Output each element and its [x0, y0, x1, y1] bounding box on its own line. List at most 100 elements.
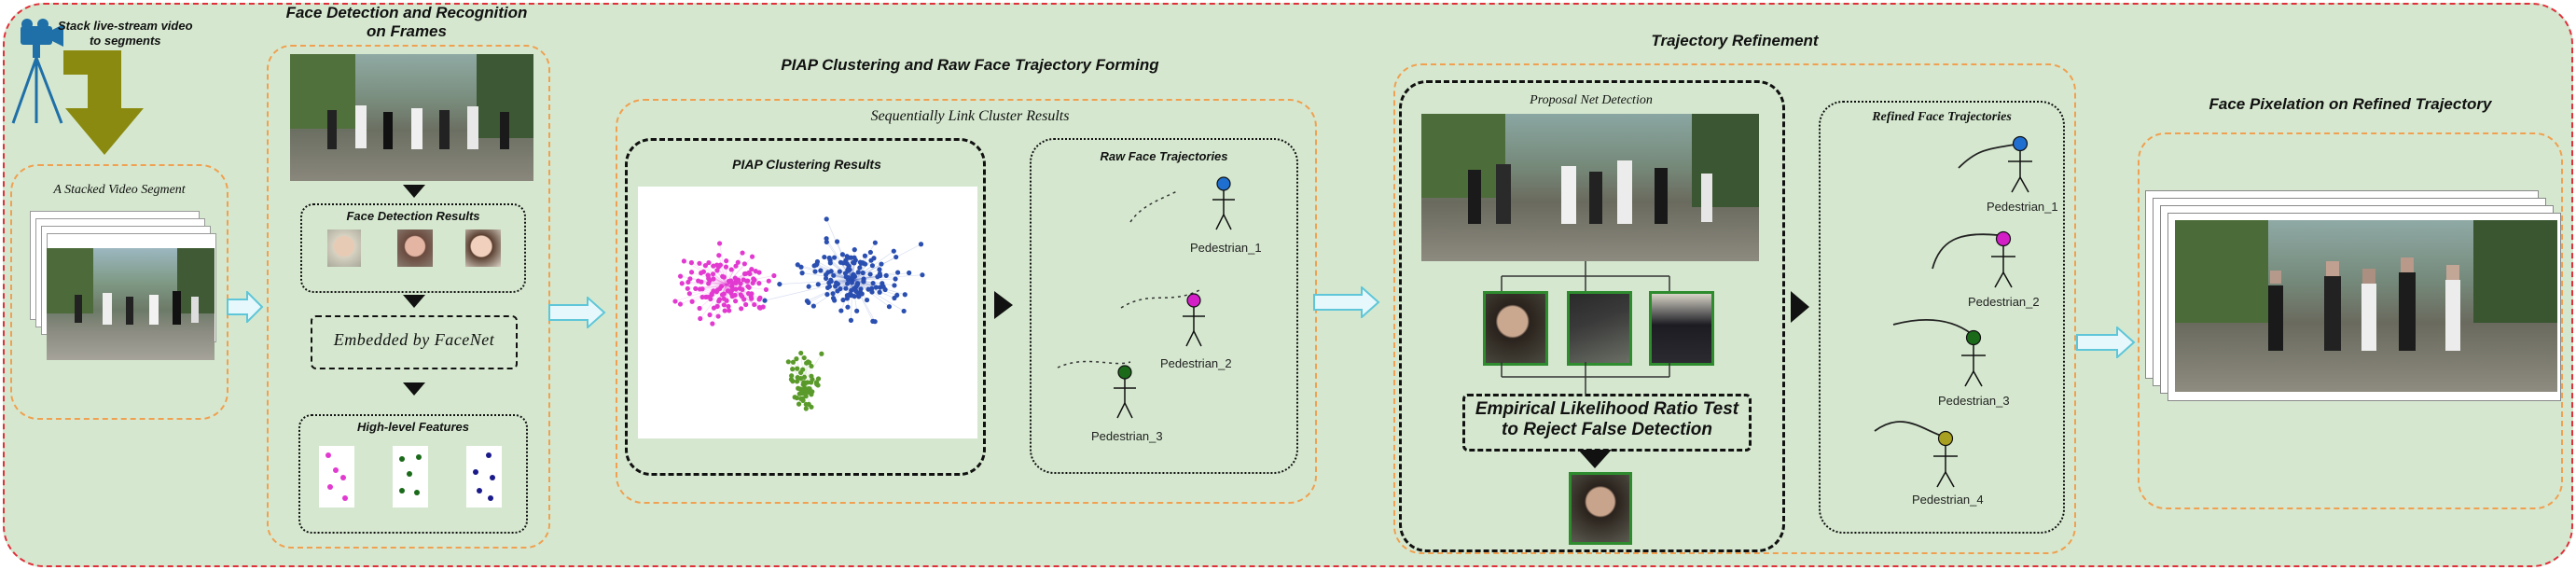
cluster-point [753, 269, 758, 274]
arrow-to-clustering [548, 297, 606, 328]
cluster-point [875, 274, 880, 280]
cluster-point [756, 297, 762, 302]
cluster-point [795, 262, 800, 268]
refined-trajectories-drawing [1874, 135, 2032, 488]
cluster-point [741, 261, 747, 267]
down-triangle-1 [403, 185, 425, 198]
cluster-point [801, 380, 807, 385]
cluster-point [838, 259, 844, 265]
cluster-point [815, 282, 821, 287]
cluster-point [809, 363, 814, 369]
cluster-point [859, 291, 865, 297]
cluster-point [771, 272, 777, 279]
cluster-point [828, 277, 834, 283]
cluster-point [843, 285, 849, 291]
cluster-point [886, 304, 893, 310]
cluster-point [824, 236, 829, 242]
face-crop-3 [465, 229, 501, 267]
refined-pedestrian-4-icon [1933, 430, 1958, 488]
cluster-point [762, 298, 768, 303]
cluster-point [741, 271, 748, 277]
stack-down-arrow-icon [63, 50, 144, 155]
clustering-results-box [625, 138, 986, 476]
cluster-point [854, 282, 860, 288]
cluster-point [806, 299, 811, 305]
pedestrian-3-icon [1114, 365, 1136, 419]
refinement-section-title: Trajectory Refinement [1651, 32, 1819, 49]
refined-pedestrian-4-label: Pedestrian_4 [1912, 493, 1984, 507]
cluster-point [698, 315, 703, 322]
cluster-point [866, 286, 871, 292]
refined-pedestrian-3-label: Pedestrian_3 [1938, 394, 2010, 408]
raw-pedestrian-1-label: Pedestrian_1 [1190, 241, 1262, 255]
cluster-point [724, 258, 729, 264]
cluster-point [766, 278, 771, 284]
cluster-point [715, 313, 721, 319]
cluster-point [852, 255, 857, 260]
cluster-point [799, 271, 805, 276]
proposal-connector-bottom [1501, 362, 1670, 394]
cluster-scatter-plot [638, 187, 977, 438]
cluster-point [795, 366, 800, 371]
cluster-point [840, 297, 846, 303]
cluster-point [891, 248, 896, 254]
detection-frame-image [290, 54, 533, 181]
cluster-point [749, 266, 755, 272]
refined-trajectories-box [1819, 101, 2065, 534]
cluster-point [835, 288, 840, 294]
cluster-point [716, 241, 723, 246]
raw-trajectories-box [1030, 138, 1298, 474]
proposal-frame-image [1421, 114, 1759, 261]
cluster-point [892, 283, 897, 288]
cluster-point [894, 292, 900, 299]
cluster-point [872, 240, 878, 245]
embedded-label: Embedded by FaceNet [333, 330, 495, 349]
cluster-point [857, 259, 863, 265]
cluster-point [810, 377, 815, 382]
pedestrian-2-icon [1183, 293, 1205, 347]
cluster-point [852, 273, 858, 279]
proposal-connector-top [1501, 261, 1670, 291]
cluster-point [873, 285, 879, 290]
cluster-point [706, 275, 712, 282]
cluster-point [777, 281, 782, 287]
cluster-point [722, 308, 727, 313]
cluster-point [688, 270, 695, 275]
cluster-point [677, 301, 684, 307]
pixelated-face-4 [2401, 257, 2414, 272]
down-triangle-3 [403, 382, 425, 396]
cluster-point [803, 406, 809, 411]
cluster-point [699, 271, 704, 276]
cluster-point [822, 254, 827, 260]
cluster-point [702, 263, 708, 269]
cluster-point [743, 301, 749, 308]
cluster-point [807, 386, 812, 392]
cluster-point [703, 294, 709, 300]
cluster-point [693, 285, 699, 291]
cluster-point [860, 270, 866, 276]
cluster-point [706, 259, 712, 266]
cluster-point [815, 376, 822, 382]
cluster-point [872, 319, 878, 325]
clustering-section-title: PIAP Clustering and Raw Face Trajectory … [781, 56, 1159, 74]
cluster-point [796, 401, 802, 407]
cluster-point [763, 286, 769, 293]
cluster-point [741, 277, 746, 283]
raw-pedestrian-2-label: Pedestrian_2 [1160, 356, 1232, 370]
cluster-point [861, 279, 866, 285]
features-title: High-level Features [357, 420, 469, 434]
refined-pedestrian-1-icon [2008, 135, 2032, 193]
cluster-point [852, 294, 857, 299]
cluster-point [686, 279, 691, 285]
raw-trajectories-title: Raw Face Trajectories [1100, 149, 1228, 163]
cluster-point [806, 284, 811, 289]
cluster-point [827, 260, 833, 266]
cluster-point [832, 255, 838, 260]
cluster-point [752, 301, 757, 308]
face-results-title: Face Detection Results [346, 209, 480, 223]
cluster-point [741, 297, 747, 302]
cluster-point [893, 276, 898, 282]
cluster-point [845, 281, 851, 286]
pixelated-face-5 [2446, 265, 2459, 280]
cluster-point [870, 280, 876, 286]
